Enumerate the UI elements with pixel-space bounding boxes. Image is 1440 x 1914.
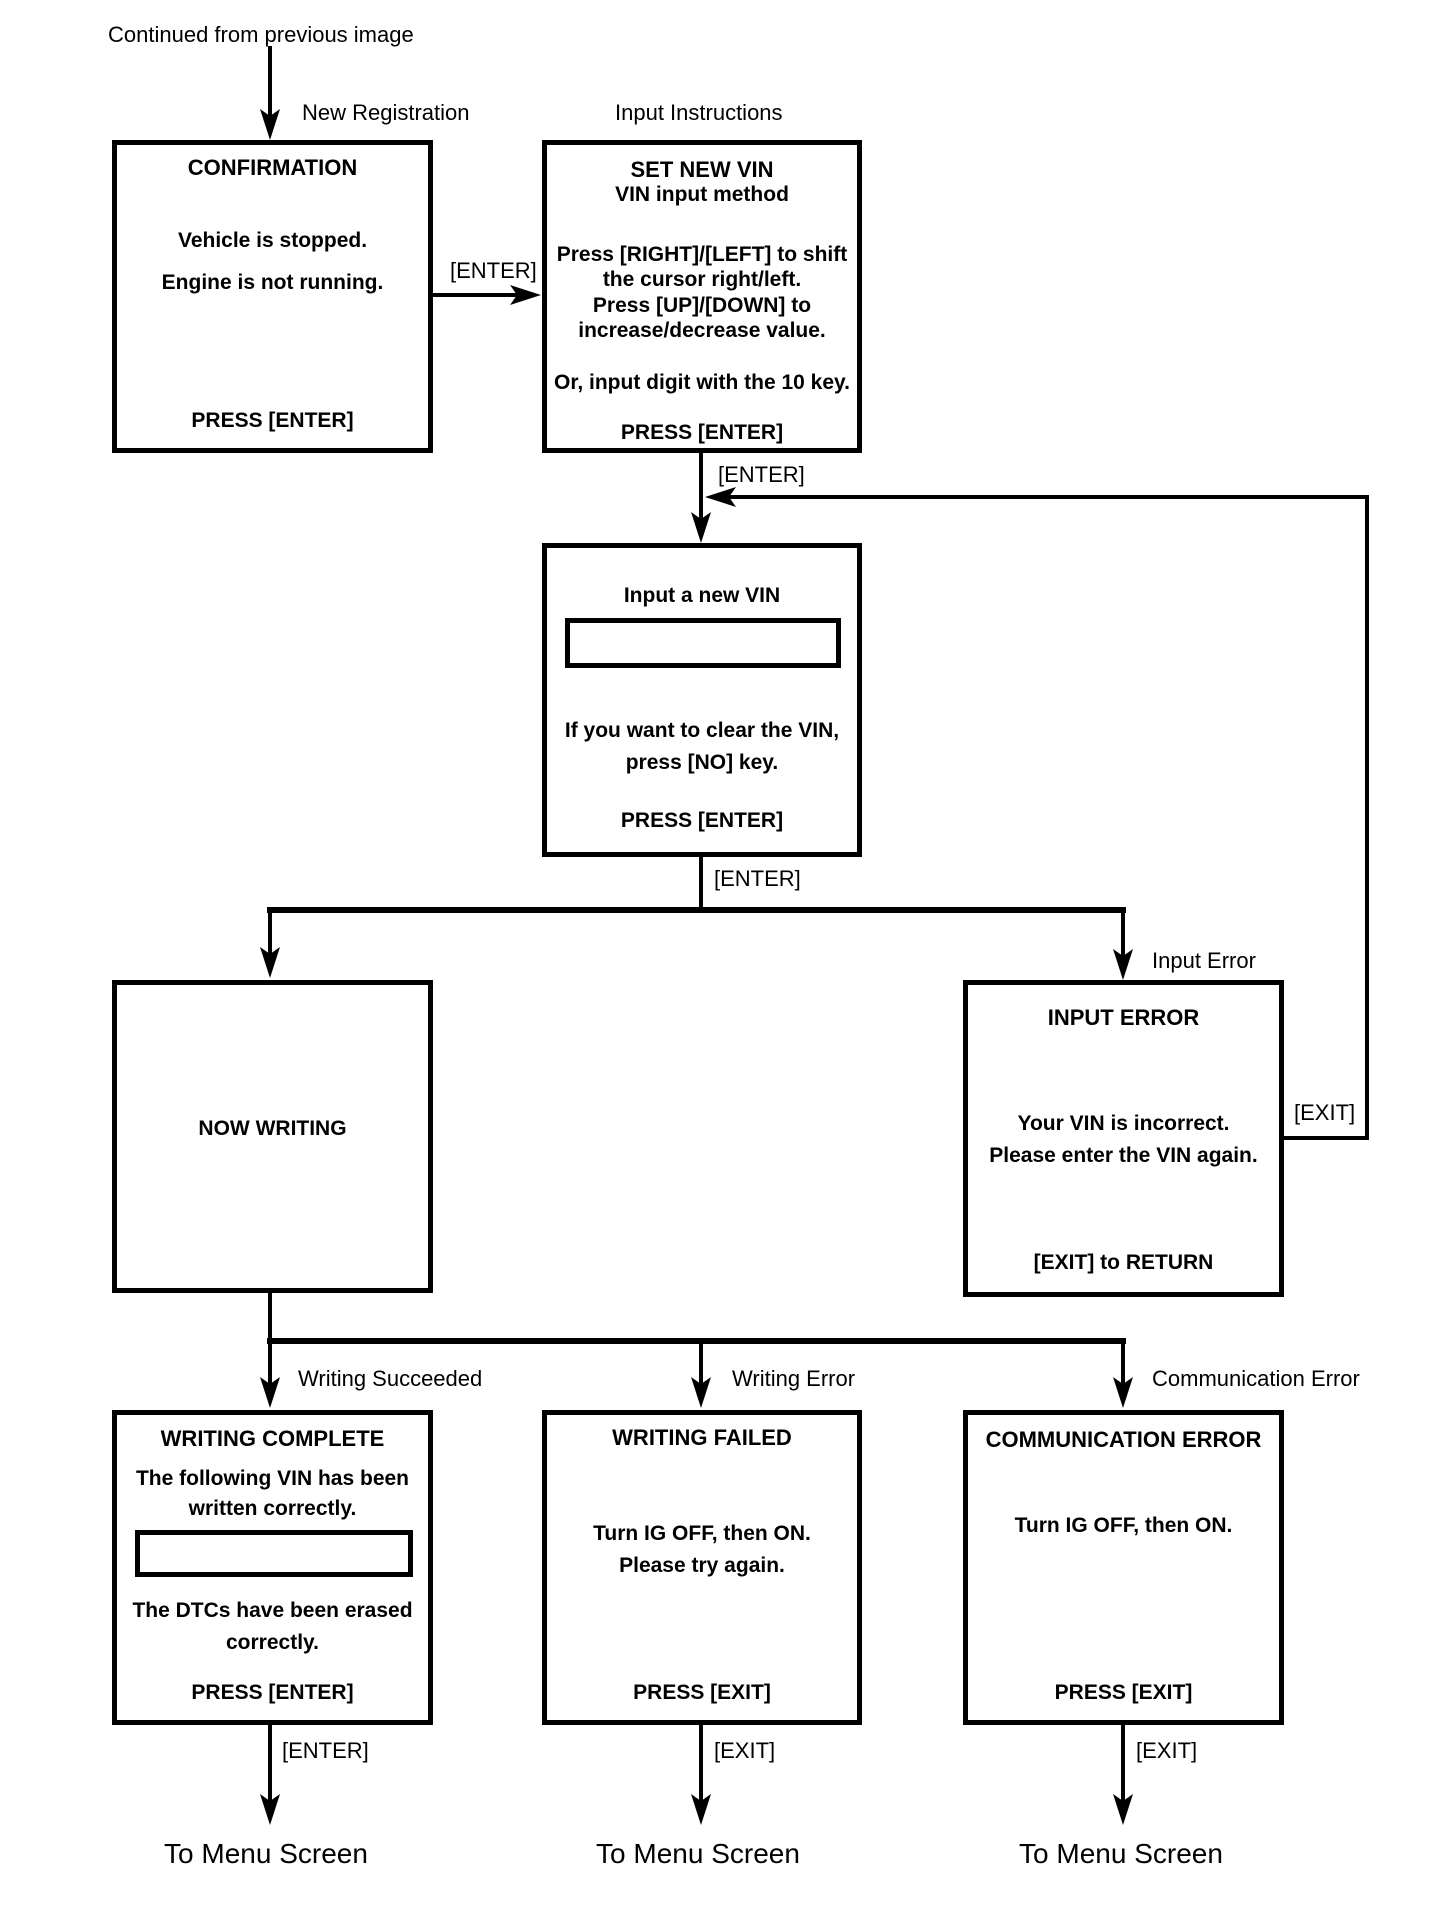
to-menu-screen-left: To Menu Screen (164, 1838, 368, 1869)
writing-complete-footer: PRESS [ENTER] (191, 1681, 354, 1704)
input-new-vin-body1: If you want to clear the VIN, (564, 719, 840, 742)
writing-failed-footer: PRESS [EXIT] (633, 1681, 771, 1704)
vin-input-field (565, 618, 841, 668)
branch-label-new-registration: New Registration (302, 100, 470, 125)
writing-complete-body4: correctly. (226, 1631, 319, 1654)
confirmation-body-line2: Engine is not running. (161, 271, 384, 294)
writing-complete-title: WRITING COMPLETE (160, 1426, 385, 1451)
input-new-vin-footer: PRESS [ENTER] (620, 809, 784, 832)
input-new-vin-title: Input a new VIN (623, 584, 781, 607)
communication-error-body1: Turn IG OFF, then ON. (1014, 1514, 1233, 1537)
edge-label-enter-instructions: [ENTER] (718, 462, 805, 487)
set-new-vin-instr3: Press [UP]/[DOWN] to (592, 294, 812, 317)
input-new-vin-body2: press [NO] key. (625, 751, 779, 774)
screen-input-error: INPUT ERROR Your VIN is incorrect. Pleas… (963, 980, 1284, 1297)
communication-error-title: COMMUNICATION ERROR (985, 1427, 1262, 1452)
set-new-vin-instr1: Press [RIGHT]/[LEFT] to shift (556, 243, 848, 266)
screen-communication-error: COMMUNICATION ERROR Turn IG OFF, then ON… (963, 1410, 1284, 1725)
to-menu-screen-middle: To Menu Screen (596, 1838, 800, 1869)
writing-complete-body2: written correctly. (188, 1497, 357, 1520)
screen-input-new-vin: Input a new VIN If you want to clear the… (542, 543, 862, 857)
edge-label-exit-communication-error: [EXIT] (1136, 1738, 1198, 1763)
edge-input-vin-to-branches (260, 857, 1133, 980)
writing-failed-body1: Turn IG OFF, then ON. (593, 1522, 811, 1545)
edge-confirmation-to-set-new-vin (433, 285, 541, 305)
edge-label-enter-confirmation: [ENTER] (450, 258, 537, 283)
continued-from-label: Continued from previous image (108, 22, 414, 47)
set-new-vin-footer: PRESS [ENTER] (620, 421, 784, 444)
vin-result-field (135, 1530, 413, 1577)
confirmation-body-line1: Vehicle is stopped. (177, 229, 368, 252)
writing-failed-body2: Please try again. (619, 1554, 785, 1577)
writing-complete-body3: The DTCs have been erased (132, 1599, 413, 1622)
input-error-body1: Your VIN is incorrect. (1017, 1112, 1230, 1135)
set-new-vin-title1: SET NEW VIN (630, 157, 774, 182)
edge-set-new-vin-to-input-vin (691, 453, 711, 543)
confirmation-title: CONFIRMATION (187, 155, 358, 180)
branch-label-communication-error: Communication Error (1152, 1366, 1360, 1391)
input-error-title: INPUT ERROR (1047, 1005, 1200, 1030)
screen-writing-failed: WRITING FAILED Turn IG OFF, then ON. Ple… (542, 1410, 862, 1725)
edge-label-exit-writing-failed: [EXIT] (714, 1738, 776, 1763)
set-new-vin-title2: VIN input method (615, 183, 789, 206)
set-new-vin-instr5: Or, input digit with the 10 key. (554, 371, 850, 394)
screen-writing-complete: WRITING COMPLETE The following VIN has b… (112, 1410, 433, 1725)
edge-label-enter-writing-complete: [ENTER] (282, 1738, 369, 1763)
edge-label-enter-vin-input: [ENTER] (714, 866, 801, 891)
now-writing-title: NOW WRITING (198, 1117, 347, 1140)
screen-now-writing: NOW WRITING (112, 980, 433, 1293)
screen-confirmation: CONFIRMATION Vehicle is stopped. Engine … (112, 140, 433, 453)
input-error-body2: Please enter the VIN again. (989, 1144, 1258, 1167)
set-new-vin-instr4: increase/decrease value. (578, 319, 826, 342)
edge-label-exit-input-error: [EXIT] (1294, 1100, 1356, 1125)
edge-continued-to-confirmation (260, 46, 280, 140)
branch-label-writing-error: Writing Error (732, 1366, 856, 1391)
set-new-vin-instr2: the cursor right/left. (602, 268, 802, 291)
writing-complete-body1: The following VIN has been (135, 1467, 410, 1490)
edge-exits-to-menu (260, 1725, 1133, 1825)
input-error-footer: [EXIT] to RETURN (1033, 1251, 1214, 1274)
to-menu-screen-right: To Menu Screen (1019, 1838, 1223, 1869)
branch-label-writing-succeeded: Writing Succeeded (298, 1366, 483, 1391)
branch-label-input-error: Input Error (1152, 948, 1256, 973)
communication-error-footer: PRESS [EXIT] (1054, 1681, 1193, 1704)
writing-failed-title: WRITING FAILED (612, 1425, 792, 1450)
branch-label-input-instructions: Input Instructions (615, 100, 783, 125)
confirmation-footer: PRESS [ENTER] (191, 409, 354, 432)
edge-input-error-feedback-loop (705, 487, 1369, 1140)
edge-now-writing-to-branches (260, 1293, 1133, 1408)
screen-set-new-vin: SET NEW VIN VIN input method Press [RIGH… (542, 140, 862, 453)
